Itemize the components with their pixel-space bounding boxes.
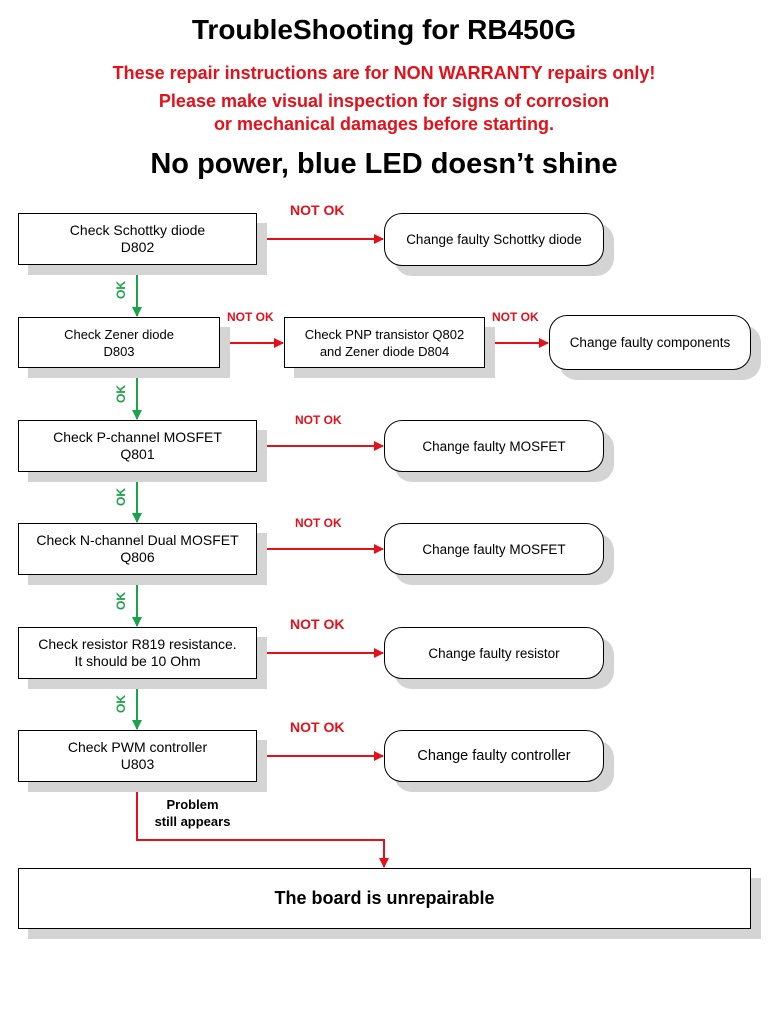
problem-arrow [136, 782, 389, 868]
problem-label-line: Problem [166, 797, 219, 812]
not-ok-label: NOT OK [290, 202, 345, 218]
action-box-p-mosfet: Change faulty MOSFET [384, 420, 604, 472]
check-box-text: Check PWM controller [67, 739, 208, 755]
action-box-resistor: Change faulty resistor [384, 627, 604, 679]
check-box-pnp: Check PNP transistor Q802 and Zener diod… [284, 317, 485, 368]
problem-label-line: still appears [154, 814, 231, 829]
check-box-text: Check Zener diode [64, 326, 174, 342]
check-box-text: Check resistor R819 resistance. [38, 636, 237, 652]
check-box-n-mosfet: Check N-channel Dual MOSFET Q806 [18, 523, 257, 575]
final-result-box: The board is unrepairable [18, 868, 751, 929]
ok-label: OK [114, 695, 128, 713]
check-box-text: It should be 10 Ohm [74, 653, 201, 669]
check-box-text: Check Schottky diode [69, 222, 206, 238]
check-box-text: U803 [120, 756, 155, 772]
action-box-components: Change faulty components [549, 315, 751, 370]
check-box-text: Q801 [120, 446, 155, 462]
check-box-pwm: Check PWM controller U803 [18, 730, 257, 782]
check-box-text: Check PNP transistor Q802 [304, 326, 465, 342]
check-box-text: Check P-channel MOSFET [53, 429, 222, 445]
not-ok-label: NOT OK [295, 516, 342, 530]
check-box-schottky: Check Schottky diode D802 [18, 213, 257, 265]
problem-label: Problem still appears [140, 796, 245, 830]
warning-line-1: These repair instructions are for NON WA… [112, 63, 656, 83]
not-ok-label: NOT OK [290, 719, 345, 735]
check-box-zener: Check Zener diode D803 [18, 317, 220, 368]
check-box-text: and Zener diode D804 [319, 343, 450, 359]
flowchart-subtitle: No power, blue LED doesn’t shine [150, 148, 618, 180]
page-title: TroubleShooting for RB450G [191, 14, 577, 45]
not-ok-label: NOT OK [290, 616, 345, 632]
not-ok-label: NOT OK [295, 413, 342, 427]
action-box-controller: Change faulty controller [384, 730, 604, 782]
check-box-p-mosfet: Check P-channel MOSFET Q801 [18, 420, 257, 472]
ok-label: OK [114, 385, 128, 403]
check-box-resistor: Check resistor R819 resistance. It shoul… [18, 627, 257, 679]
check-box-text: Q806 [120, 549, 155, 565]
ok-label: OK [114, 488, 128, 506]
ok-label: OK [114, 281, 128, 299]
action-box-schottky: Change faulty Schottky diode [384, 213, 604, 266]
not-ok-label: NOT OK [492, 310, 539, 324]
action-box-n-mosfet: Change faulty MOSFET [384, 523, 604, 575]
check-box-text: Check N-channel Dual MOSFET [36, 532, 239, 548]
check-box-text: D802 [120, 239, 155, 255]
check-box-text: D803 [103, 343, 135, 359]
warning-line-3: or mechanical damages before starting. [213, 114, 555, 134]
warning-line-2: Please make visual inspection for signs … [158, 91, 610, 111]
ok-label: OK [114, 592, 128, 610]
not-ok-label: NOT OK [227, 310, 274, 324]
